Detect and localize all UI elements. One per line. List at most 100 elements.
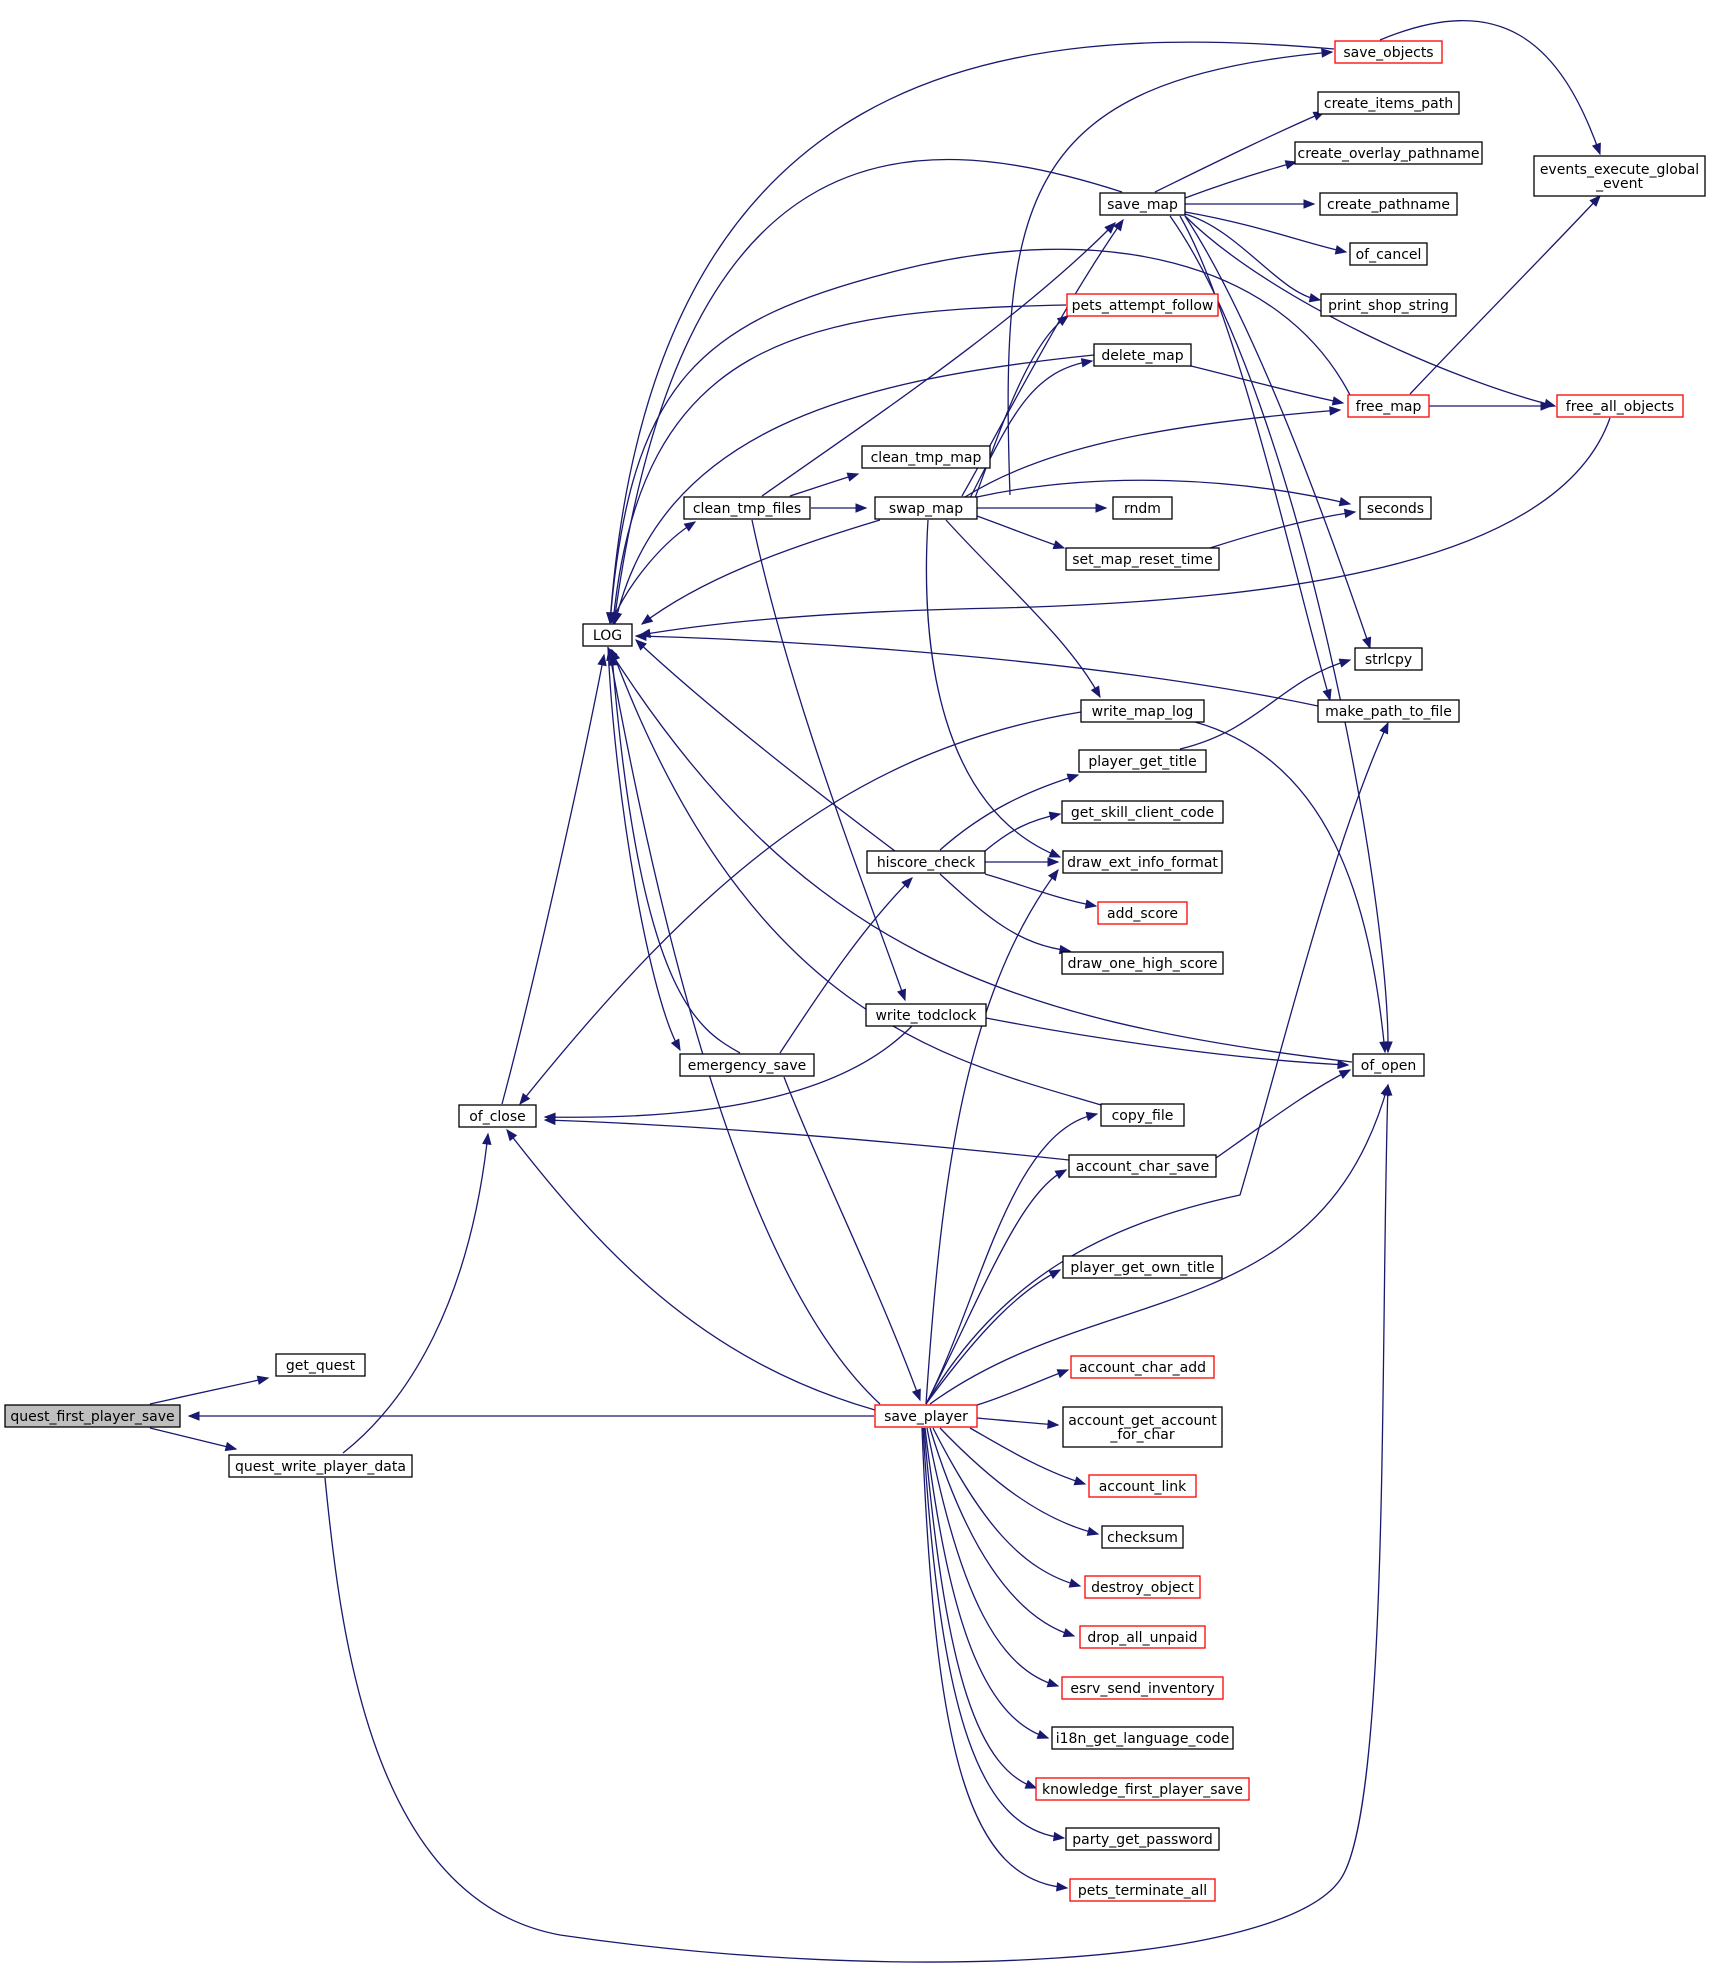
node-hiscore-check[interactable]: hiscore_check	[866, 850, 986, 874]
arrowhead	[1062, 1628, 1076, 1638]
node-write-todclock[interactable]: write_todclock	[865, 1003, 987, 1027]
node-label: seconds	[1367, 501, 1424, 517]
node-box	[1061, 951, 1224, 975]
node-draw-one-high-score[interactable]: draw_one_high_score	[1061, 951, 1224, 975]
node-box	[1354, 647, 1423, 671]
node-box	[1112, 496, 1173, 520]
node-of-cancel[interactable]: of_cancel	[1349, 242, 1428, 266]
node-box	[1317, 699, 1460, 723]
node-label: swap_map	[889, 501, 963, 517]
node-create-items-path[interactable]: create_items_path	[1317, 91, 1460, 115]
node-account-link[interactable]: account_link	[1088, 1474, 1197, 1498]
node-label: player_get_own_title	[1070, 1260, 1214, 1276]
node-account-char-add[interactable]: account_char_add	[1070, 1355, 1215, 1379]
edge-save_map-to-LOG	[610, 158, 1123, 625]
edge-save_player-to-of_open	[929, 1083, 1390, 1405]
node-party-get-password[interactable]: party_get_password	[1065, 1827, 1220, 1851]
node-label: account_char_add	[1079, 1360, 1206, 1376]
node-label: copy_file	[1112, 1108, 1174, 1124]
node-pets-attempt-follow[interactable]: pets_attempt_follow	[1066, 293, 1219, 317]
node-events-execute-global-event[interactable]: events_execute_global_event	[1533, 155, 1706, 197]
edge-account_char_save-to-of_open	[1215, 1069, 1352, 1159]
node-set-map-reset-time[interactable]: set_map_reset_time	[1065, 547, 1220, 571]
node-label: LOG	[593, 628, 622, 644]
node-make-path-to-file[interactable]: make_path_to_file	[1317, 699, 1460, 723]
node-create-pathname[interactable]: create_pathname	[1319, 192, 1458, 216]
edge-save_map-to-of_open	[1169, 215, 1393, 1054]
arrowhead	[1338, 497, 1352, 507]
edge-quest_first_player_save-to-get_quest	[149, 1375, 270, 1405]
node-delete-map[interactable]: delete_map	[1093, 343, 1192, 367]
node-box	[1533, 155, 1706, 197]
node-account-get-account-for-char[interactable]: account_get_account_for_char	[1062, 1406, 1223, 1448]
node-emergency-save[interactable]: emergency_save	[679, 1053, 815, 1077]
edge-LOG-to-clean_tmp_files	[610, 521, 697, 624]
node-get-quest[interactable]: get_quest	[275, 1353, 366, 1377]
edge-save_player-to-destroy_object	[932, 1427, 1082, 1588]
arrowhead	[1591, 142, 1601, 156]
arrowhead	[1068, 1578, 1082, 1588]
node-copy-file[interactable]: copy_file	[1100, 1103, 1185, 1127]
edge-save_player-to-quest_first_player_save	[187, 1411, 875, 1421]
node-player-get-own-title[interactable]: player_get_own_title	[1062, 1255, 1223, 1279]
node-clean-tmp-map[interactable]: clean_tmp_map	[861, 445, 991, 469]
arrowhead	[1086, 1526, 1100, 1536]
node-label: _for_char	[1109, 1427, 1174, 1443]
node-write-map-log[interactable]: write_map_log	[1080, 699, 1205, 723]
arrowhead	[911, 1388, 921, 1402]
node-save-map[interactable]: save_map	[1099, 192, 1186, 216]
arrowhead	[606, 612, 616, 625]
node-pets-terminate-all[interactable]: pets_terminate_all	[1069, 1878, 1216, 1902]
arrowhead	[1047, 1419, 1060, 1429]
node-label: events_execute_global	[1540, 162, 1699, 178]
node-of-close[interactable]: of_close	[458, 1104, 537, 1128]
node-create-overlay-pathname[interactable]: create_overlay_pathname	[1294, 141, 1483, 165]
node-of-open[interactable]: of_open	[1352, 1053, 1425, 1077]
node-label: clean_tmp_files	[693, 501, 801, 517]
node-box	[1080, 699, 1205, 723]
arrowhead	[1540, 401, 1553, 411]
node-swap-map[interactable]: swap_map	[874, 496, 978, 520]
edge-clean_tmp_files-to-swap_map	[811, 503, 868, 513]
edge-save_player-to-account_char_save	[925, 1169, 1068, 1405]
edge-save_objects-to-LOG	[606, 41, 1335, 625]
node-label: knowledge_first_player_save	[1042, 1782, 1243, 1798]
node-seconds[interactable]: seconds	[1359, 496, 1432, 520]
node-add-score[interactable]: add_score	[1097, 901, 1188, 925]
edge-save_player-to-player_get_own_title	[925, 1269, 1062, 1405]
edge-player_get_title-to-strlcpy	[1179, 658, 1352, 750]
node-box	[1069, 1878, 1216, 1902]
node-destroy-object[interactable]: destroy_object	[1084, 1575, 1201, 1599]
node-strlcpy[interactable]: strlcpy	[1354, 647, 1423, 671]
node-knowledge-first-player-save[interactable]: knowledge_first_player_save	[1035, 1777, 1250, 1801]
edge-account_char_save-to-of_close	[543, 1115, 1070, 1161]
edge-save_player-to-party_get_password	[922, 1427, 1066, 1842]
node-LOG[interactable]: LOG	[582, 623, 633, 647]
node-quest-first-player-save[interactable]: quest_first_player_save	[4, 1404, 181, 1428]
node-checksum[interactable]: checksum	[1101, 1525, 1184, 1549]
node-drop-all-unpaid[interactable]: drop_all_unpaid	[1079, 1625, 1206, 1649]
node-player-get-title[interactable]: player_get_title	[1078, 749, 1207, 773]
node-quest-write-player-data[interactable]: quest_write_player_data	[228, 1454, 413, 1478]
node-account-char-save[interactable]: account_char_save	[1068, 1154, 1217, 1178]
node-print-shop-string[interactable]: print_shop_string	[1320, 293, 1457, 317]
node-i18n-get-language-code[interactable]: i18n_get_language_code	[1051, 1726, 1234, 1750]
edge-save_map-to-make_path_to_file	[1179, 215, 1332, 702]
node-save-player[interactable]: save_player	[874, 1404, 978, 1428]
edge-save_player-to-pets_terminate_all	[921, 1427, 1069, 1892]
node-free-all-objects[interactable]: free_all_objects	[1556, 394, 1684, 418]
edge-save_player-to-knowledge_first_player_save	[923, 1427, 1038, 1789]
node-save-objects[interactable]: save_objects	[1334, 40, 1443, 64]
node-clean-tmp-files[interactable]: clean_tmp_files	[683, 496, 811, 520]
node-label: quest_write_player_data	[235, 1459, 406, 1475]
node-esrv-send-inventory[interactable]: esrv_send_inventory	[1061, 1676, 1224, 1700]
node-draw-ext-info-format[interactable]: draw_ext_info_format	[1062, 850, 1223, 874]
node-free-map[interactable]: free_map	[1347, 394, 1430, 418]
node-get-skill-client-code[interactable]: get_skill_client_code	[1061, 800, 1224, 824]
node-box	[1317, 91, 1460, 115]
edge-quest_write_player_data-to-of_close	[342, 1132, 492, 1454]
node-rndm[interactable]: rndm	[1112, 496, 1173, 520]
node-label: create_items_path	[1324, 96, 1453, 112]
edge-quest_first_player_save-to-quest_write_player_data	[149, 1427, 238, 1452]
arrowhead	[634, 631, 647, 642]
